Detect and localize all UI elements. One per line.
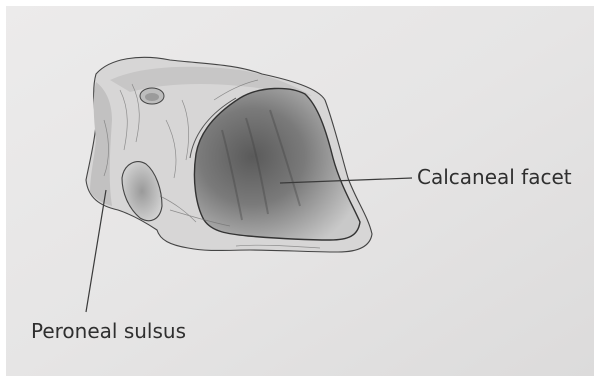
small-foramen-inner — [145, 93, 159, 101]
calcaneal-facet-label: Calcaneal facet — [417, 167, 572, 187]
peroneal-sulcus-label: Peroneal sulsus — [31, 321, 186, 341]
